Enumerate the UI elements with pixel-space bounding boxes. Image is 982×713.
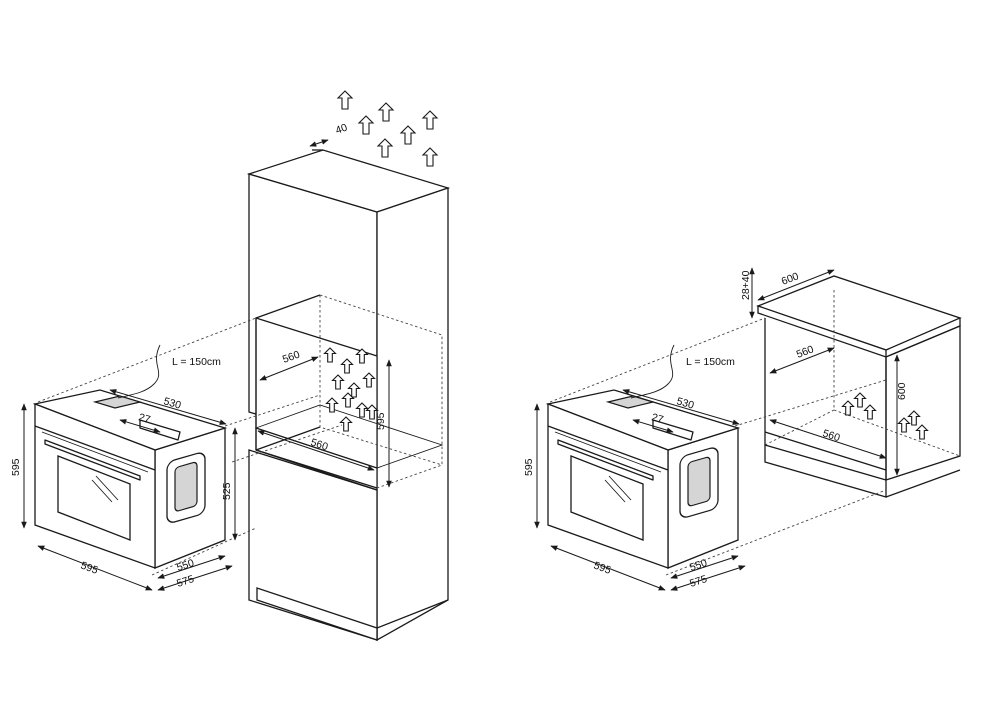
left-niche-dimensions: 40 560 560 595 — [257, 121, 392, 488]
dim-oven-height: 595 — [10, 458, 22, 476]
dim-oven-side-height: 525 — [221, 482, 233, 500]
left-oven-dimensions: 595 595 530 27 525 550 575 — [10, 389, 238, 591]
left-power-cable — [117, 344, 161, 399]
left-guide-lines — [37, 317, 343, 576]
dim-right-oven-height: 595 — [523, 458, 535, 476]
dim-right-oven-width: 595 — [592, 560, 613, 577]
dim-right-oven-offset: 27 — [650, 411, 665, 426]
dim-oven-depth-top: 530 — [162, 395, 182, 411]
left-oven-side-hinge — [166, 452, 206, 523]
right-oven-dimensions: 595 595 530 27 550 575 — [523, 389, 746, 591]
dim-right-oven-depth-body: 550 — [688, 557, 709, 574]
dim-right-oven-depth-top: 530 — [675, 395, 695, 411]
dim-right-worktop-depth: 600 — [780, 270, 801, 288]
dim-niche-width-bottom: 560 — [309, 436, 330, 453]
right-oven: L = 150cm — [545, 344, 741, 569]
dim-oven-width: 595 — [79, 560, 100, 577]
dim-right-top-gap: 28+40 — [740, 270, 752, 300]
dim-right-niche-width-top: 560 — [795, 343, 816, 361]
dim-right-niche-width-bottom: 560 — [821, 427, 842, 444]
left-oven: L = 150cm — [32, 344, 228, 569]
dim-oven-depth-body: 550 — [175, 557, 196, 574]
right-counter-cabinet — [756, 275, 962, 498]
right-niche-dimensions: 28+40 600 560 560 600 — [740, 267, 908, 476]
left-airflow-arrows-top — [337, 90, 438, 167]
dim-right-niche-height: 600 — [896, 382, 908, 400]
dim-niche-width-top: 560 — [281, 348, 302, 365]
right-power-cable — [630, 344, 675, 399]
dim-oven-depth-total: 575 — [175, 573, 196, 590]
dim-oven-offset: 27 — [137, 411, 152, 426]
dim-right-oven-depth-total: 575 — [688, 573, 709, 590]
right-oven-side-hinge — [679, 447, 719, 518]
dim-top-gap: 40 — [334, 121, 349, 136]
dim-niche-height: 595 — [375, 412, 387, 430]
left-cable-label: L = 150cm — [172, 356, 221, 368]
right-cable-label: L = 150cm — [686, 356, 735, 368]
right-guide-lines — [549, 317, 887, 576]
